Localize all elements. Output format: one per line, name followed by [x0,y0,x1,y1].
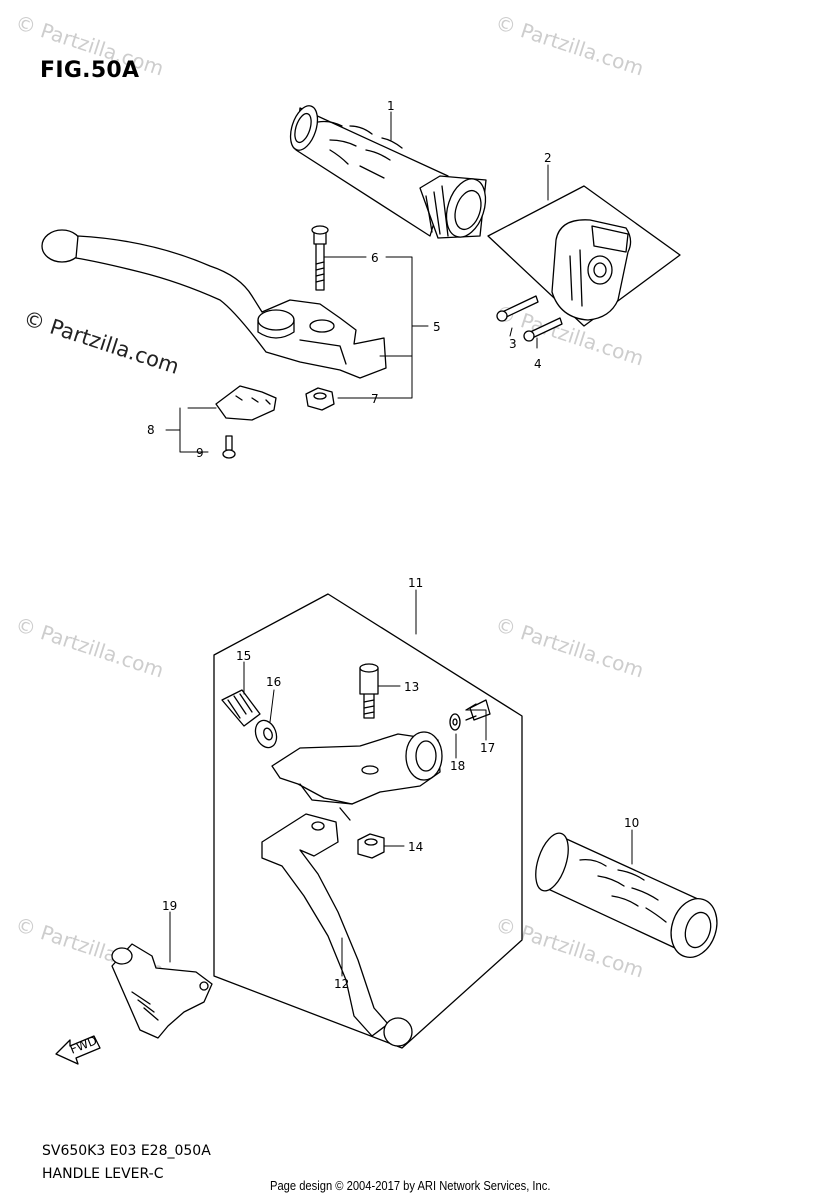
part-11-clutch-bracket[interactable] [271,731,443,821]
callout-13: 13 [404,680,419,694]
callout-6: 6 [371,251,379,265]
callout-8: 8 [147,423,155,437]
part-15-adjuster[interactable] [221,689,261,727]
part-19-clutch-switch[interactable] [111,943,213,1039]
callout-14: 14 [408,840,423,854]
part-13-pivot-bolt[interactable] [359,663,379,719]
part-16-adjuster-nut[interactable] [252,717,280,750]
leader-lines-upper [165,111,549,453]
part-5-brake-lever[interactable] [41,229,387,379]
callout-19: 19 [162,899,177,913]
callout-10: 10 [624,816,639,830]
part-8-brake-switch[interactable] [215,385,277,421]
callout-18: 18 [450,759,465,773]
part-11-boundary [213,593,523,1049]
part-3-screw[interactable] [496,295,539,322]
part-7-nut[interactable] [305,387,335,411]
diagram-name: HANDLE LEVER-C [42,1166,164,1182]
diagram-code: SV650K3 E03 E28_050A [42,1143,211,1159]
callout-17: 17 [480,741,495,755]
fwd-arrow-icon [55,1035,101,1065]
callout-7: 7 [371,392,379,406]
part-4-screw[interactable] [523,317,563,342]
page-credit: Page design © 2004-2017 by ARI Network S… [270,1178,551,1193]
part-1-throttle-grip[interactable] [285,102,492,242]
callout-12: 12 [334,977,349,991]
part-18-washer[interactable] [449,713,461,731]
callout-4: 4 [534,357,542,371]
part-14-nut[interactable] [357,833,385,859]
callout-1: 1 [387,99,395,113]
callout-labels: 1 2 3 4 5 6 7 8 9 10 11 12 13 14 15 16 1… [68,99,639,1057]
callout-15: 15 [236,649,251,663]
callout-5: 5 [433,320,441,334]
figure-title: FIG.50A [40,58,140,83]
callout-2: 2 [544,151,552,165]
callout-11: 11 [408,576,423,590]
part-2-throttle-housing[interactable] [551,219,632,321]
callout-9: 9 [196,446,204,460]
part-10-left-grip[interactable] [529,829,724,963]
part-12-clutch-lever[interactable] [261,813,413,1047]
callout-3: 3 [509,337,517,351]
leader-lines-lower [169,589,633,977]
part-9-screw[interactable] [222,435,236,459]
part-2-boundary [487,185,681,327]
callout-16: 16 [266,675,281,689]
part-6-pivot-bolt[interactable] [311,225,329,291]
